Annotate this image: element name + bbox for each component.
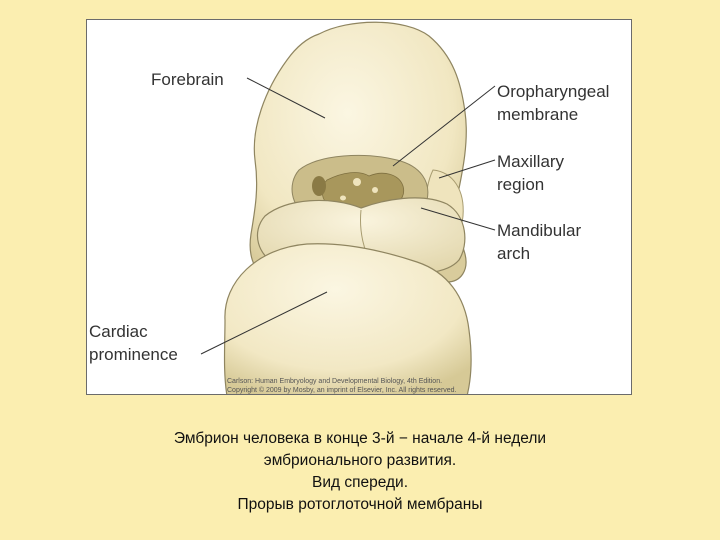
copyright-credit: Carlson: Human Embryology and Developmen…	[227, 377, 457, 394]
oropharyngeal-membrane-label: Oropharyngeal membrane	[497, 80, 609, 126]
oropharyngeal-label-line1: Oropharyngeal	[497, 82, 610, 101]
mandibular-arch-label: Mandibular arch	[497, 219, 581, 265]
cardiac-label-line2: prominence	[89, 345, 178, 364]
membrane-perforation	[340, 195, 346, 201]
mandibular-label-line1: Mandibular	[497, 221, 582, 240]
caption-line4: Прорыв ротоглоточной мембраны	[237, 496, 483, 513]
cardiac-prominence-shape	[223, 243, 472, 394]
maxillary-region-label: Maxillary region	[497, 150, 564, 196]
caption-line3: Вид спереди.	[311, 474, 409, 491]
caption-line1: Эмбрион человека в конце 3-й − начале 4-…	[173, 430, 547, 447]
forebrain-label: Forebrain	[151, 70, 224, 89]
credit-line2: Copyright © 2009 by Mosby, an imprint of…	[227, 387, 457, 394]
mandibular-leader-line	[420, 207, 496, 231]
oropharyngeal-leader-line	[392, 85, 496, 167]
maxillary-label-line1: Maxillary	[497, 152, 565, 171]
cardiac-leader-line	[200, 291, 328, 355]
forebrain-leader-line	[246, 77, 326, 119]
oropharyngeal-label-line2: membrane	[497, 105, 579, 124]
maxillary-leader-line	[438, 159, 496, 179]
membrane-perforation	[372, 187, 378, 193]
maxillary-label-line2: region	[497, 175, 545, 194]
membrane-perforation	[312, 176, 326, 196]
mandibular-label-line2: arch	[497, 244, 531, 263]
caption-line2: эмбрионального развития.	[263, 452, 457, 469]
embryo-illustration	[200, 21, 496, 394]
membrane-perforation	[353, 178, 361, 186]
embryo-figure: Forebrain Oropharyngeal membrane Maxilla…	[86, 19, 632, 395]
credit-line1: Carlson: Human Embryology and Developmen…	[227, 378, 443, 385]
slide-caption: Эмбрион человека в конце 3-й − начале 4-…	[60, 428, 660, 516]
cardiac-prominence-label: Cardiac prominence	[89, 320, 178, 366]
cardiac-label-line1: Cardiac	[89, 322, 148, 341]
